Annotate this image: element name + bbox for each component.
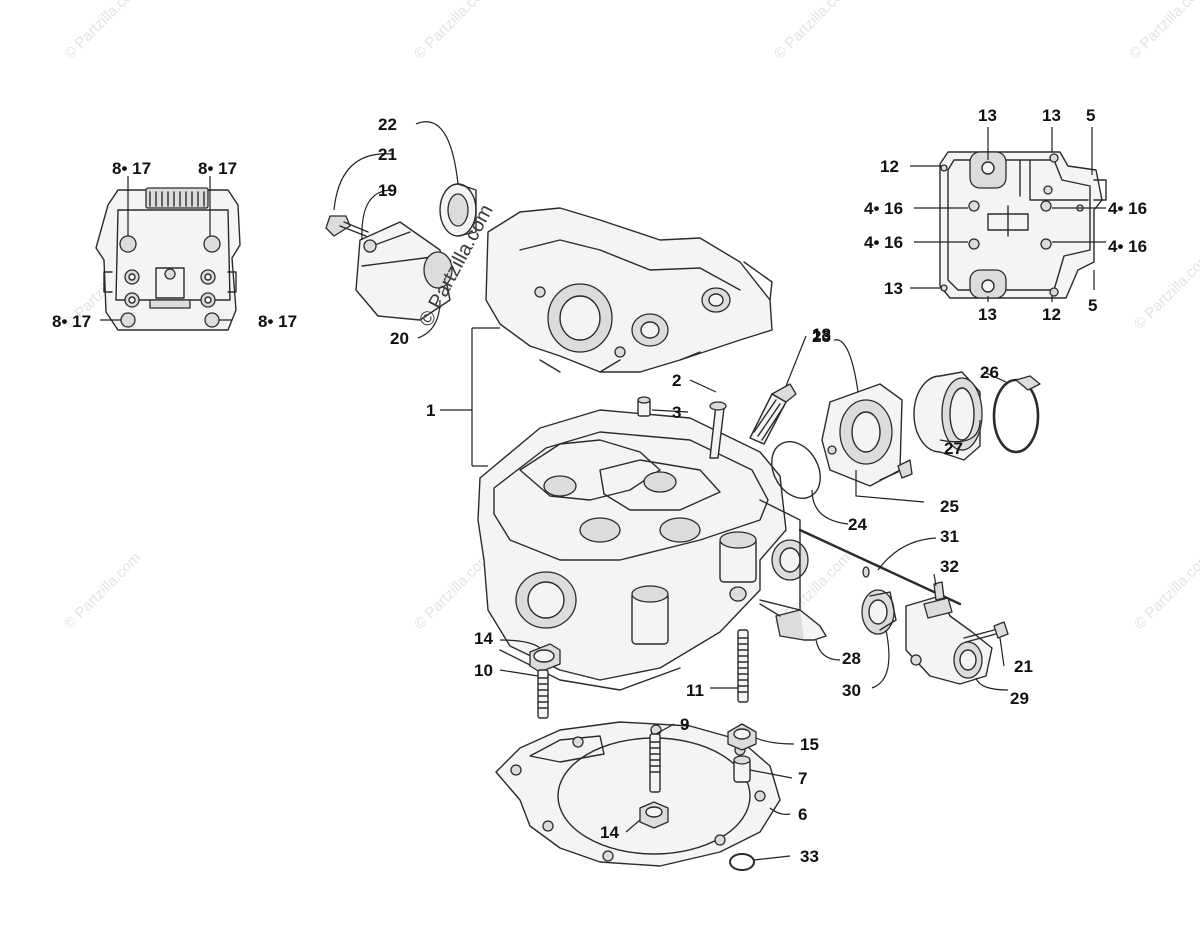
leader-lines-main bbox=[333, 121, 1009, 861]
callout-30: 30 bbox=[842, 681, 861, 700]
watermark-text: © Partzilla.com bbox=[1131, 249, 1200, 332]
part-25-bolt bbox=[879, 459, 913, 481]
part-14-nut-lower bbox=[639, 801, 669, 829]
part-24-o-ring bbox=[771, 441, 821, 499]
part-2-valve-guide bbox=[709, 401, 727, 459]
part-28-temp-sensor bbox=[759, 603, 827, 641]
callout-7: 7 bbox=[798, 769, 807, 788]
callout-14: 14 bbox=[474, 629, 493, 648]
part-18-spark-plug bbox=[749, 383, 797, 445]
callout-4-16: 4• 16 bbox=[864, 199, 903, 218]
callout-28: 28 bbox=[842, 649, 861, 668]
callout-13: 13 bbox=[884, 279, 903, 298]
callout-23: 23 bbox=[812, 327, 831, 346]
callout-21: 21 bbox=[378, 145, 397, 164]
watermark-text: © Partzilla.com bbox=[411, 0, 494, 63]
part-26-clamp bbox=[992, 375, 1041, 454]
cylinder-head bbox=[477, 409, 809, 691]
callout-14: 14 bbox=[600, 823, 619, 842]
callout-18: 18 bbox=[812, 325, 831, 344]
callouts: 8• 17 8• 17 8• 17 8• 17 13 13 5 12 4• 16… bbox=[52, 106, 1147, 866]
callout-31: 31 bbox=[940, 527, 959, 546]
callout-12: 12 bbox=[880, 157, 899, 176]
leader-lines bbox=[910, 127, 1106, 302]
callout-11: 11 bbox=[686, 681, 704, 700]
part-31-clip bbox=[862, 566, 870, 578]
callout-4-16: 4• 16 bbox=[1108, 237, 1147, 256]
part-15-nut bbox=[727, 723, 757, 751]
callout-13: 13 bbox=[1042, 106, 1061, 125]
callout-32: 32 bbox=[940, 557, 959, 576]
callout-8-17: 8• 17 bbox=[112, 159, 151, 178]
callout-24: 24 bbox=[848, 515, 867, 534]
cylinder-head-cover bbox=[485, 207, 773, 373]
part-9-stud bbox=[649, 733, 661, 793]
callout-19: 19 bbox=[378, 181, 397, 200]
callout-13: 13 bbox=[978, 106, 997, 125]
callout-8-17: 8• 17 bbox=[198, 159, 237, 178]
part-22-coupling bbox=[439, 183, 477, 237]
callout-25: 25 bbox=[940, 497, 959, 516]
part-33-o-ring bbox=[729, 853, 755, 871]
callout-2: 2 bbox=[672, 371, 681, 390]
watermark-text: © Partzilla.com bbox=[61, 0, 144, 63]
part-11-stud bbox=[737, 629, 749, 703]
leader-lines bbox=[100, 176, 232, 321]
inset-head-bottom-view bbox=[939, 151, 1107, 299]
part-7-dowel bbox=[733, 755, 751, 783]
part-21-bolt-lower bbox=[963, 621, 1009, 643]
callout-27: 27 bbox=[944, 439, 963, 458]
callout-4-16: 4• 16 bbox=[1108, 199, 1147, 218]
part-30-thermostat bbox=[861, 589, 897, 635]
callout-1: 1 bbox=[426, 401, 435, 420]
callout-4-16: 4• 16 bbox=[864, 233, 903, 252]
part-32-bleed-screw bbox=[933, 581, 945, 601]
callout-26: 26 bbox=[980, 363, 999, 382]
part-21-bolt-top bbox=[325, 215, 369, 237]
watermark-text: © Partzilla.com bbox=[61, 549, 144, 632]
callout-8-17: 8• 17 bbox=[258, 312, 297, 331]
part-29-thermostat-housing bbox=[905, 595, 993, 685]
part-14-nut-upper bbox=[529, 643, 561, 673]
callout-10: 10 bbox=[474, 661, 493, 680]
watermark-text: © Partzilla.com bbox=[1131, 549, 1200, 632]
part-10-stud bbox=[537, 669, 549, 719]
callout-29: 29 bbox=[1010, 689, 1029, 708]
callout-22: 22 bbox=[378, 115, 397, 134]
watermark-text: © Partzilla.com bbox=[771, 0, 854, 63]
callout-5: 5 bbox=[1088, 296, 1097, 315]
callout-3: 3 bbox=[672, 403, 681, 422]
callout-6: 6 bbox=[798, 805, 807, 824]
part-6-head-gasket bbox=[495, 721, 781, 867]
callout-33: 33 bbox=[800, 847, 819, 866]
callout-13: 13 bbox=[978, 305, 997, 324]
callout-20: 20 bbox=[390, 329, 409, 348]
watermark-text: © Partzilla.com bbox=[411, 549, 494, 632]
callout-15: 15 bbox=[800, 735, 819, 754]
part-23-intake-flange bbox=[821, 383, 903, 487]
callout-9: 9 bbox=[680, 715, 689, 734]
callout-5: 5 bbox=[1086, 106, 1095, 125]
part-27-intake-boot bbox=[913, 371, 983, 461]
part-3-dowel bbox=[637, 396, 651, 417]
callout-12: 12 bbox=[1042, 305, 1061, 324]
watermark-text: © Partzilla.com bbox=[1126, 0, 1200, 63]
inset-head-top-view bbox=[95, 187, 241, 331]
callout-21: 21 bbox=[1014, 657, 1033, 676]
part-19-cover bbox=[355, 221, 453, 321]
callout-8-17: 8• 17 bbox=[52, 312, 91, 331]
